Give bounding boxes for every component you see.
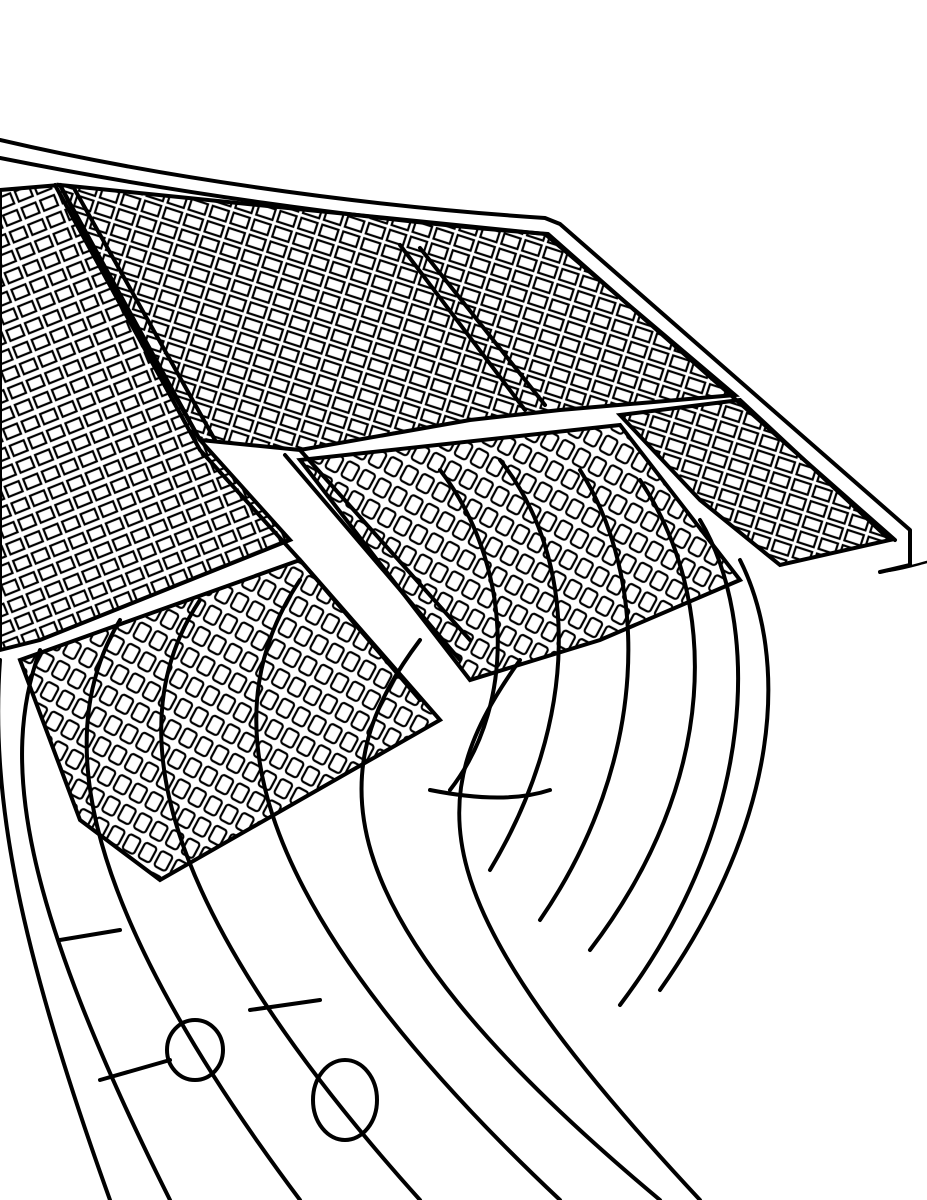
lower-seating-block (17, 422, 744, 883)
upper-seating-block (0, 182, 895, 653)
sweeping-curves (0, 458, 771, 1200)
walkway-details (58, 928, 379, 1142)
